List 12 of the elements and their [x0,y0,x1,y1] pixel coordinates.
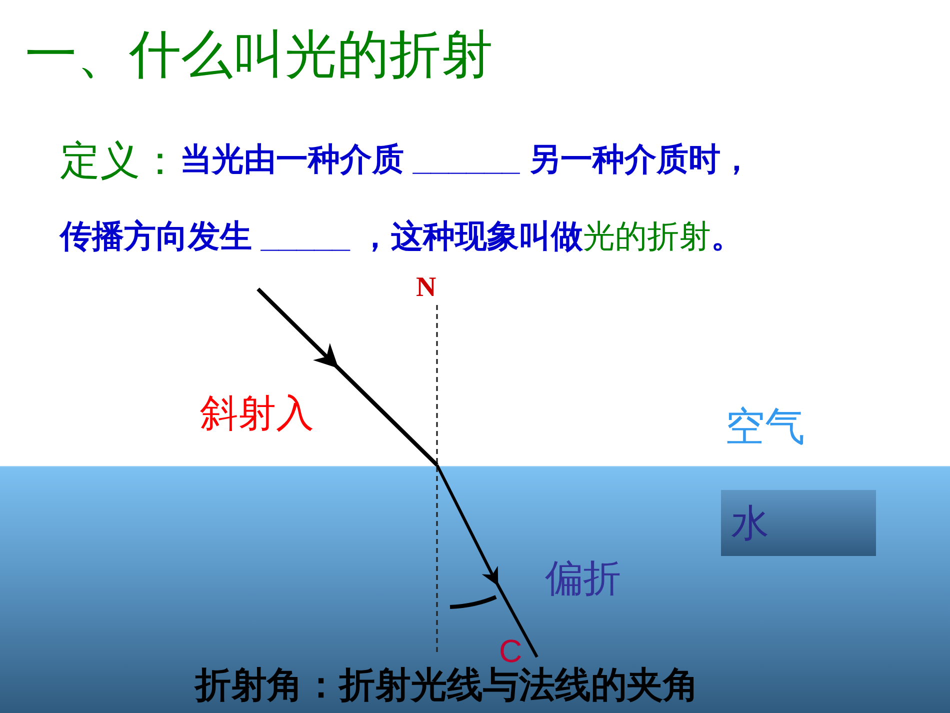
definition-text: 当光由一种介质 ______ 另一种介质时， [180,141,753,178]
medium-label: 水 [731,502,769,546]
term-text: 光的折射 [582,218,711,255]
normal-label: N [416,272,436,304]
slide-title: 一、什么叫光的折射 [25,26,493,86]
water-label-box [721,490,876,556]
punctuation: 。 [710,218,743,255]
definition-label: 定义： [60,138,180,184]
deflection-label: 偏折 [545,558,621,602]
definition-text: 传播方向发生 _____ ，这种现象叫做 [60,218,583,255]
medium-label: 空气 [725,404,805,450]
incidence-label: 斜射入 [200,393,314,437]
